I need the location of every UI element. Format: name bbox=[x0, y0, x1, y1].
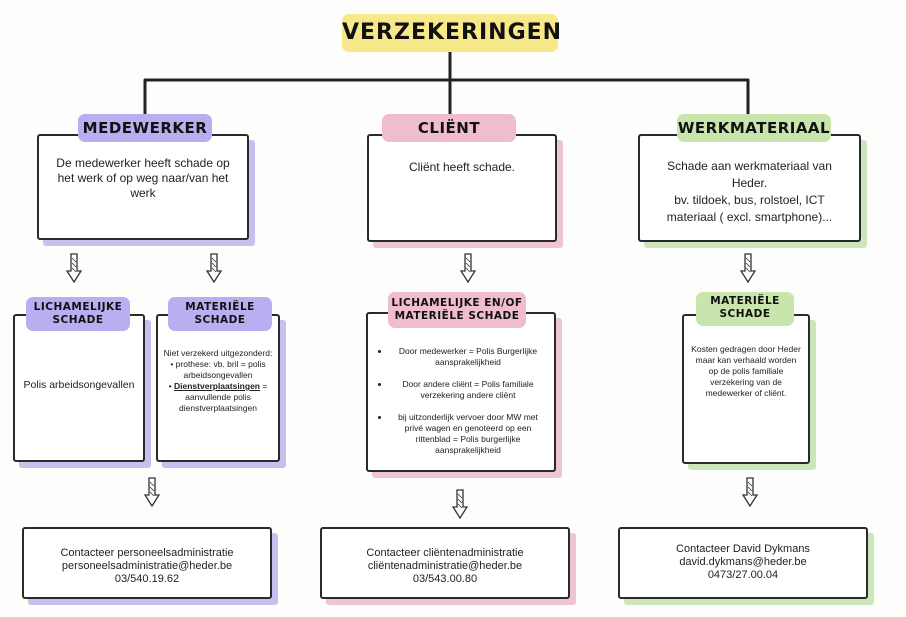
lichamelijke-schade-heading: LICHAMELIJKE SCHADE bbox=[26, 297, 130, 331]
materiele-schade-item-1: • prothese: vb. bril = polis arbeidsonge… bbox=[170, 359, 266, 380]
lichamelijke-schade-box: Polis arbeidsongevallen bbox=[13, 314, 145, 462]
medewerker-heading: MEDEWERKER bbox=[78, 114, 212, 142]
contact-line: Contacteer David Dykmans bbox=[676, 543, 810, 555]
contact-email[interactable]: david.dykmans@heder.be bbox=[679, 556, 807, 568]
werkmateriaal-schade-text: Kosten gedragen door Heder maar kan verh… bbox=[691, 344, 801, 398]
arrow-down-icon bbox=[740, 253, 756, 283]
client-schade-item: bij uitzonderlijk vervoer door MW met pr… bbox=[390, 412, 546, 456]
werkmateriaal-description-box: Schade aan werkmateriaal van Heder. bv. … bbox=[638, 134, 861, 242]
arrow-down-icon bbox=[460, 253, 476, 283]
arrow-down-icon bbox=[742, 477, 758, 507]
werkmateriaal-schade-box: Kosten gedragen door Heder maar kan verh… bbox=[682, 314, 810, 464]
contact-phone: 0473/27.00.04 bbox=[707, 569, 779, 581]
contact-line: Contacteer personeelsadministratie bbox=[60, 547, 234, 559]
client-schade-heading: LICHAMELIJKE EN/OF MATERIËLE SCHADE bbox=[388, 292, 526, 328]
client-schade-item: Door andere cliënt = Polis familiale ver… bbox=[390, 379, 546, 401]
werkmateriaal-description-2: bv. tildoek, bus, rolstoel, ICT materiaa… bbox=[666, 193, 833, 224]
arrow-down-icon bbox=[144, 477, 160, 507]
materiele-schade-intro: Niet verzekerd uitgezonderd: bbox=[163, 348, 273, 358]
contact-box-david: Contacteer David Dykmans david.dykmans@h… bbox=[618, 527, 868, 599]
materiele-schade-box: Niet verzekerd uitgezonderd: • prothese:… bbox=[156, 314, 280, 462]
client-schade-item: Door medewerker = Polis Burgerlijke aans… bbox=[390, 346, 546, 368]
contact-line: Contacteer cliëntenadministratie bbox=[366, 547, 524, 559]
client-description-box: Cliënt heeft schade. bbox=[367, 134, 557, 242]
contact-phone: 03/543.00.80 bbox=[412, 573, 478, 585]
contact-email[interactable]: personeelsadministratie@heder.be bbox=[61, 560, 233, 572]
materiele-schade-heading: MATERIËLE SCHADE bbox=[168, 297, 272, 331]
werkmateriaal-heading: WERKMATERIAAL bbox=[677, 114, 831, 142]
werkmateriaal-schade-heading: MATERIËLE SCHADE bbox=[696, 292, 794, 326]
client-heading: CLIËNT bbox=[382, 114, 516, 142]
contact-box-personeel: Contacteer personeelsadministratie perso… bbox=[22, 527, 272, 599]
lichamelijke-schade-text: Polis arbeidsongevallen bbox=[23, 379, 135, 391]
arrow-down-icon bbox=[452, 489, 468, 519]
werkmateriaal-description-1: Schade aan werkmateriaal van Heder. bbox=[667, 159, 832, 190]
medewerker-description-box: De medewerker heeft schade op het werk o… bbox=[37, 134, 249, 240]
contact-box-clienten: Contacteer cliëntenadministratie cliënte… bbox=[320, 527, 570, 599]
client-schade-box: Door medewerker = Polis Burgerlijke aans… bbox=[366, 312, 556, 472]
contact-phone: 03/540.19.62 bbox=[114, 573, 180, 585]
materiele-schade-item-2: • Dienstverplaatsingen = aanvullende pol… bbox=[168, 381, 268, 413]
arrow-down-icon bbox=[206, 253, 222, 283]
client-description: Cliënt heeft schade. bbox=[408, 160, 516, 174]
page-title: VERZEKERINGEN bbox=[342, 14, 561, 52]
medewerker-description: De medewerker heeft schade op het werk o… bbox=[56, 156, 230, 200]
contact-email[interactable]: cliëntenadministratie@heder.be bbox=[367, 560, 523, 572]
arrow-down-icon bbox=[66, 253, 82, 283]
